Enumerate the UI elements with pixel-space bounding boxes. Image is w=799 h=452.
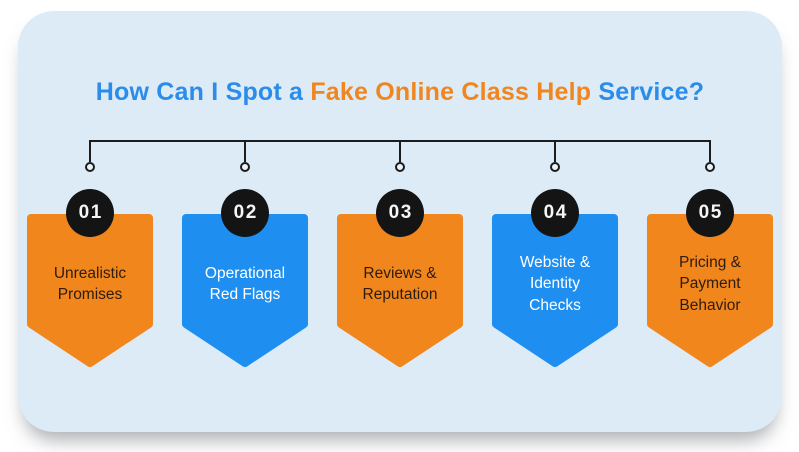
infographic-card: How Can I Spot a Fake Online Class Help … [18, 11, 782, 432]
connector-node-icon [85, 162, 95, 172]
step-label: Operational Red Flags [204, 264, 286, 304]
banner-ribbon-shape [27, 214, 153, 367]
connector-node-icon [395, 162, 405, 172]
step-number-badge: 01 [66, 189, 114, 237]
banner-ribbon-shape [337, 214, 463, 367]
step-label: Unrealistic Promises [53, 264, 127, 304]
title-segment-1: How Can I Spot a [95, 77, 311, 106]
step-item-2: 02 Operational Red Flags [182, 189, 308, 369]
step-label: Reviews & Reputation [362, 264, 438, 304]
connector-line [89, 140, 711, 162]
step-item-4: 04 Website & Identity Checks [492, 189, 618, 369]
banner-ribbon-shape [182, 214, 308, 367]
title-segment-3: Service? [598, 77, 705, 106]
step-item-3: 03 Reviews & Reputation [337, 189, 463, 369]
step-label: Pricing & Payment Behavior [678, 253, 742, 314]
step-number: 01 [78, 202, 103, 223]
step-number: 04 [543, 202, 568, 223]
page-title: How Can I Spot a Fake Online Class Help … [18, 78, 782, 107]
step-number-badge: 02 [221, 189, 269, 237]
connector-node-icon [240, 162, 250, 172]
step-item-5: 05 Pricing & Payment Behavior [647, 189, 773, 369]
step-number-badge: 05 [686, 189, 734, 237]
banner-ribbon-shape [492, 214, 618, 367]
banner-ribbon-shape [647, 214, 773, 367]
connector-node-icon [550, 162, 560, 172]
step-number-badge: 03 [376, 189, 424, 237]
title-segment-2: Fake Online Class Help [310, 77, 599, 106]
step-number: 02 [233, 202, 258, 223]
step-label: Website & Identity Checks [519, 253, 591, 314]
step-number: 05 [698, 202, 723, 223]
step-number: 03 [388, 202, 413, 223]
connector-node-icon [705, 162, 715, 172]
step-number-badge: 04 [531, 189, 579, 237]
step-item-1: 01 Unrealistic Promises [27, 189, 153, 369]
